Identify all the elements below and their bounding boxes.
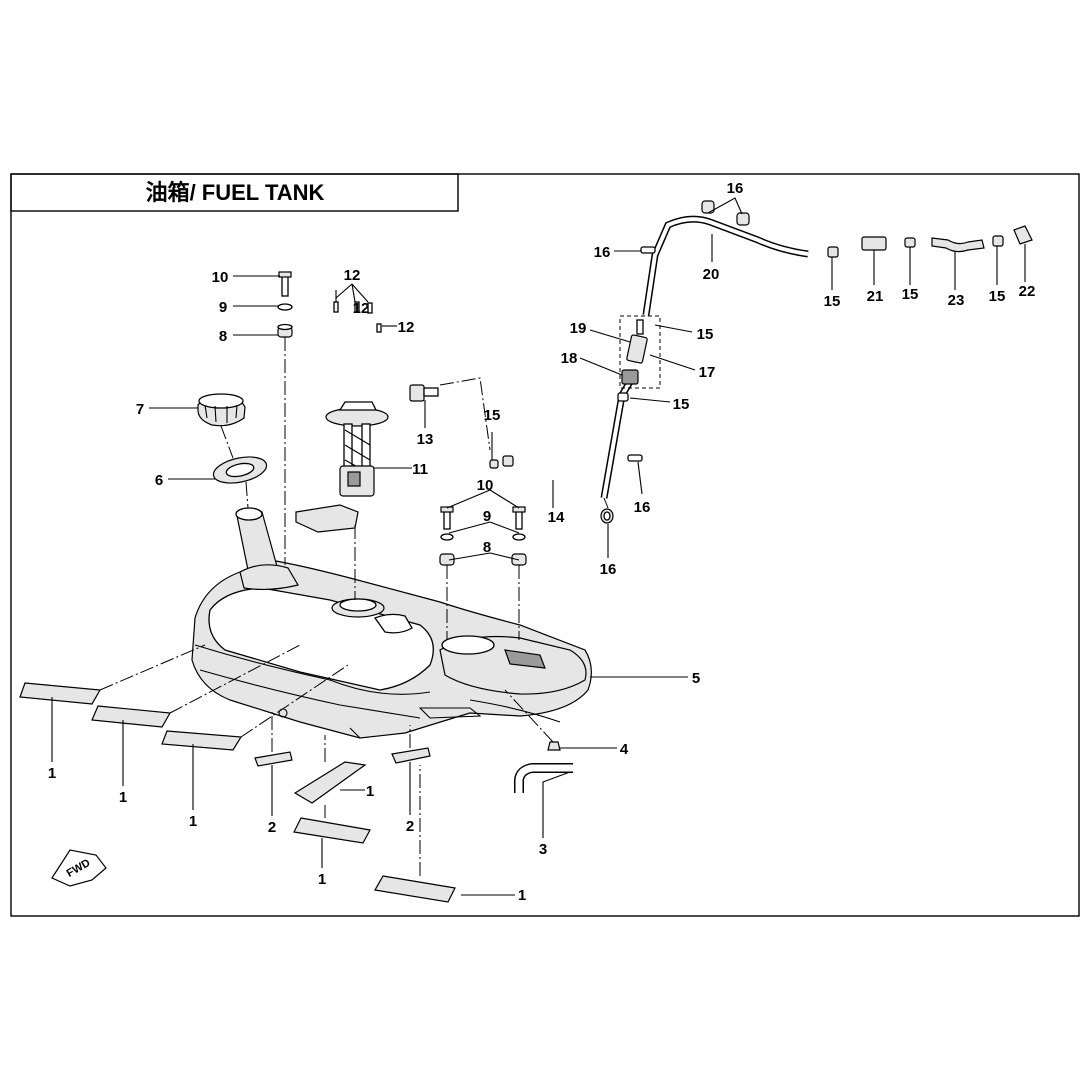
callout-15: 15 (989, 288, 1006, 305)
callout-5: 5 (692, 670, 700, 687)
left-fastener-stack (277, 271, 293, 338)
projection-lines (99, 337, 609, 876)
fuel-pump-assembly (295, 401, 389, 533)
callout-1: 1 (366, 783, 374, 800)
hose-end-14 (502, 455, 514, 467)
callout-16: 16 (727, 180, 744, 197)
diagram-frame (10, 173, 1080, 917)
fuel-filter (617, 319, 648, 402)
callout-20: 20 (703, 266, 720, 283)
callout-17: 17 (699, 364, 716, 381)
callout-11: 11 (412, 461, 428, 478)
callout-14: 14 (548, 509, 565, 526)
callout-8: 8 (219, 328, 227, 345)
callout-12: 12 (353, 300, 370, 317)
callout-19: 19 (570, 320, 587, 337)
callout-10: 10 (212, 269, 229, 286)
callout-1: 1 (119, 789, 127, 806)
filler-base (239, 564, 299, 591)
callout-21: 21 (867, 288, 884, 305)
fuel-cap (197, 393, 246, 427)
filler-neck-opening (235, 507, 263, 521)
callout-2: 2 (406, 818, 414, 835)
hose-clamps-16 (489, 200, 750, 524)
callout-15: 15 (697, 326, 714, 343)
leader-lines (51, 197, 1026, 896)
callout-2: 2 (268, 819, 276, 836)
callout-10: 10 (477, 477, 494, 494)
title-box (10, 173, 459, 212)
callout-16: 16 (600, 561, 617, 578)
callout-3: 3 (539, 841, 547, 858)
rubber-pads-1 (19, 682, 456, 903)
callout-7: 7 (136, 401, 144, 418)
fitting-4 (547, 741, 561, 751)
filler-gasket (212, 456, 268, 484)
callout-12: 12 (398, 319, 415, 336)
diagram-title: 油箱/ FUEL TANK (146, 180, 325, 205)
callout-15: 15 (902, 286, 919, 303)
callout-6: 6 (155, 472, 163, 489)
callout-1: 1 (189, 813, 197, 830)
right-fastener-stacks (439, 506, 527, 566)
callout-15: 15 (484, 407, 501, 424)
callout-9: 9 (483, 508, 491, 525)
fuel-tank (191, 559, 592, 739)
callout-1: 1 (318, 871, 326, 888)
callout-18: 18 (561, 350, 578, 367)
callout-16: 16 (594, 244, 611, 261)
callout-labels: 1 1 1 1 1 1 2 2 3 4 5 6 7 8 8 9 9 10 10 … (48, 180, 1036, 904)
callout-13: 13 (417, 431, 434, 448)
callout-12: 12 (344, 267, 361, 284)
outlet-components (827, 225, 1033, 258)
callout-15: 15 (673, 396, 690, 413)
pump-connector (409, 384, 439, 402)
callout-16: 16 (634, 499, 651, 516)
callout-15: 15 (824, 293, 841, 310)
callout-4: 4 (620, 741, 629, 758)
callout-23: 23 (948, 292, 965, 309)
callout-1: 1 (518, 887, 526, 904)
callout-22: 22 (1019, 283, 1036, 300)
fwd-arrow-icon: FWD (51, 849, 107, 887)
brackets-2 (254, 747, 431, 767)
callout-1: 1 (48, 765, 56, 782)
callout-8: 8 (483, 539, 491, 556)
callout-9: 9 (219, 299, 227, 316)
